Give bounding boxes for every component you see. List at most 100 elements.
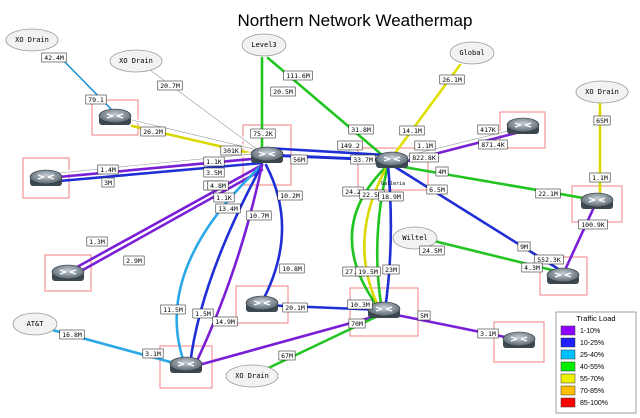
bandwidth-label: 14.9M: [212, 316, 238, 327]
bandwidth-label-text: 2.9M: [126, 257, 142, 265]
cloud-xo-drain-b: XO Drain: [225, 364, 279, 388]
bandwidth-label-text: 1.1K: [206, 158, 222, 166]
router-name-galleria: Galleria: [381, 181, 405, 187]
router-icon: [245, 295, 279, 313]
cloud-label: Level3: [251, 41, 276, 49]
map-title: Northern Network Weathermap: [238, 11, 473, 30]
link-hub-att-purple: [193, 163, 264, 367]
cloud-xo-drain-r: XO Drain: [575, 80, 629, 104]
bandwidth-label: 13.4M: [215, 203, 241, 214]
legend-label: 85-100%: [580, 400, 608, 407]
bandwidth-label: 6.5M: [426, 184, 448, 195]
bandwidth-label-text: 11.5M: [163, 306, 183, 314]
bandwidth-label-text: 4M: [438, 168, 446, 176]
router-icon: [580, 192, 614, 210]
bandwidth-label: 3M: [101, 177, 115, 188]
bandwidth-label-text: 65M: [596, 117, 608, 125]
bandwidth-label: 417K: [477, 124, 499, 135]
link-galleria-south-4: [383, 163, 393, 312]
bandwidth-label: 20.7M: [157, 80, 183, 91]
bandwidth-label-text: 1.4M: [100, 166, 116, 174]
bandwidth-label-text: 26.2M: [143, 128, 163, 136]
cloud-att: AT&T: [12, 312, 58, 336]
legend-title: Traffic Load: [576, 314, 615, 323]
legend-swatch: [560, 361, 576, 372]
bandwidth-label: 20.5M: [270, 86, 296, 97]
link-xo-hub-white-edge: [131, 119, 259, 151]
link-hub-att-cyan: [175, 163, 264, 367]
bandwidth-label: 11.5M: [160, 304, 186, 315]
bandwidth-label-text: 24.2: [345, 188, 361, 196]
cloud-label: XO Drain: [235, 372, 269, 380]
bandwidth-label-text: 6.5M: [429, 186, 445, 194]
bandwidth-label: 22.1M: [535, 188, 561, 199]
bandwidth-label-text: 1.5M: [195, 310, 211, 318]
link-west-low-hub-2: [70, 168, 264, 278]
link-galleria-east-low: [390, 163, 562, 272]
cloud-xo-drain-tl2: XO Drain: [109, 49, 163, 73]
legend-label: 10-25%: [580, 340, 604, 347]
bandwidth-label: 3.5M: [203, 167, 225, 178]
bandwidth-label: 31.8M: [348, 124, 374, 135]
bandwidth-label-text: 16.8M: [62, 331, 82, 339]
legend-item: 10-25%: [560, 337, 604, 348]
legend-item: 85-100%: [560, 397, 608, 408]
router-icon: [250, 146, 284, 164]
router-icon: [367, 301, 401, 319]
legend-item: 25-40%: [560, 349, 604, 360]
bandwidth-label: 56M: [290, 154, 308, 165]
bandwidth-label-text: 871.4K: [481, 141, 505, 149]
bandwidth-label-text: 79.1: [88, 96, 104, 104]
bandwidth-label-text: 1.3M: [89, 238, 105, 246]
bandwidth-label: 70M: [348, 318, 366, 329]
bandwidth-label: 19.5M: [355, 266, 381, 277]
link-galleria-south-3: [375, 163, 390, 312]
link-south-hub-att: [186, 313, 382, 370]
bandwidth-label: 79.1: [85, 94, 107, 105]
bandwidth-label: 20.1M: [282, 302, 308, 313]
routers: Galleria: [29, 108, 614, 374]
bandwidth-label: 3.1M: [142, 348, 164, 359]
legend-swatch: [560, 349, 576, 360]
bandwidth-label: 33.7M: [350, 154, 376, 165]
bandwidth-label-text: 14.1M: [402, 127, 422, 135]
bandwidth-label-text: 10.8M: [282, 265, 302, 273]
bandwidth-label-text: 13.4M: [218, 205, 238, 213]
bandwidth-label: 149.2: [337, 140, 363, 151]
bandwidth-label: 26.1M: [439, 74, 465, 85]
bandwidth-label: 1.1K: [203, 156, 225, 167]
cloud-label: Global: [459, 49, 484, 57]
bandwidth-label: 2.9M: [123, 255, 145, 266]
legend-item: 70-85%: [560, 385, 604, 396]
bandwidth-label: 552.3K: [534, 254, 564, 265]
router-icon: [169, 356, 203, 374]
legend-item: 55-70%: [560, 373, 604, 384]
bandwidth-label-text: 10.3M: [350, 301, 370, 309]
bandwidth-label: 4.8M: [207, 180, 229, 191]
bandwidth-label-text: 10.2M: [280, 192, 300, 200]
link-west-low-hub: [66, 163, 264, 274]
router-box-west-mid: [22, 157, 70, 199]
bandwidth-label: 75.2K: [250, 128, 276, 139]
router-box-att: [159, 345, 213, 389]
bandwidth-label: 16.8M: [59, 329, 85, 340]
bandwidth-label: 5M: [417, 310, 431, 321]
bandwidth-label: 4.3M: [521, 262, 543, 273]
router-icon: [546, 267, 580, 285]
bandwidth-label-text: 20.5M: [273, 88, 293, 96]
bandwidth-label-text: 3.1M: [145, 350, 161, 358]
legend-item: 40-55%: [560, 361, 604, 372]
link-west-mid-hub-1: [46, 156, 264, 180]
clouds: XO Drain XO Drain Level3 Global XO Drain…: [5, 28, 629, 388]
link-hub-south-west: [260, 163, 284, 304]
bandwidth-label: 65M: [593, 115, 611, 126]
router-icon: [98, 108, 132, 126]
router-box-galleria: [357, 147, 429, 191]
bandwidth-label-text: 20.7M: [160, 82, 180, 90]
bandwidth-label-text: 23M: [385, 266, 397, 274]
bandwidth-label-text: 1.1M: [592, 174, 608, 182]
bandwidth-label-text: 67M: [281, 352, 293, 360]
bandwidth-label-text: 4.8M: [210, 182, 226, 190]
bandwidth-label: 42.4M: [41, 52, 67, 63]
link-hub-att-blue: [188, 163, 264, 367]
